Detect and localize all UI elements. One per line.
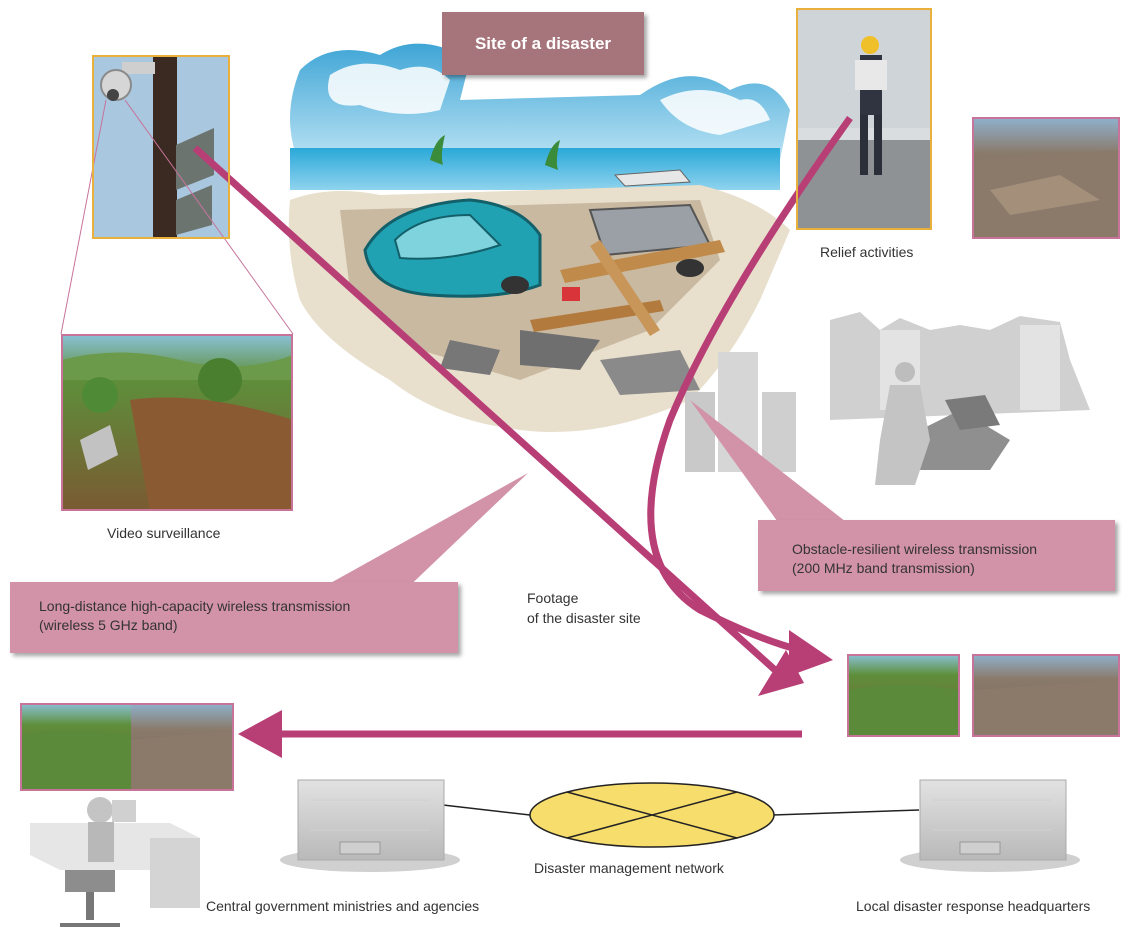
obstacle-callout: Obstacle-resilient wireless transmission… xyxy=(758,520,1115,591)
camera-icon xyxy=(100,62,155,101)
arrow-head-long xyxy=(758,650,804,696)
disaster-scene xyxy=(288,43,790,432)
footage-line: Footage xyxy=(527,590,579,606)
camera-pole-frame xyxy=(92,55,230,239)
central-government-label: Central government ministries and agenci… xyxy=(206,898,480,914)
rubble-thumb xyxy=(972,654,1120,737)
network-hub-icon xyxy=(529,782,775,848)
relief-activities-label: Relief activities xyxy=(820,244,914,260)
callout-line: Long-distance high-capacity wireless tra… xyxy=(39,598,351,614)
rubble-photo-top xyxy=(972,117,1120,239)
operator-icon xyxy=(30,797,200,927)
government-monitor-frame xyxy=(20,703,234,791)
arrow-head-government xyxy=(238,710,282,758)
long-distance-callout: Long-distance high-capacity wireless tra… xyxy=(10,582,458,653)
callout-line: Obstacle-resilient wireless transmission xyxy=(792,541,1038,557)
server-icon xyxy=(280,779,460,872)
ruined-city-illustration xyxy=(830,312,1090,485)
server-icon xyxy=(900,779,1080,872)
callout-pointer-left xyxy=(318,473,528,595)
arrow-head-obstacle xyxy=(789,630,833,676)
network-label: Disaster management network xyxy=(534,860,724,876)
footage-label: Footage of the disaster site xyxy=(527,588,641,628)
callout-pointer-right xyxy=(690,400,850,525)
relief-worker-photo xyxy=(796,8,932,230)
relief-worker-frame xyxy=(796,8,932,230)
callout-line: (200 MHz band transmission) xyxy=(792,560,975,576)
local-hq-label: Local disaster response headquarters xyxy=(856,898,1091,914)
video-surveillance-label: Video surveillance xyxy=(107,525,221,541)
transmission-arrows xyxy=(192,115,853,738)
government-monitor-photos xyxy=(20,703,234,791)
surveillance-thumb-frame xyxy=(847,654,960,737)
surveillance-thumb xyxy=(847,654,960,737)
rubble-photo-frame xyxy=(972,117,1120,239)
surveillance-photo-frame xyxy=(61,334,293,511)
surveillance-photo xyxy=(61,334,293,511)
callout-line: (wireless 5 GHz band) xyxy=(39,617,178,633)
rubble-thumb-frame xyxy=(972,654,1120,737)
footage-line: of the disaster site xyxy=(527,610,641,626)
page-title: Site of a disaster xyxy=(442,12,644,75)
